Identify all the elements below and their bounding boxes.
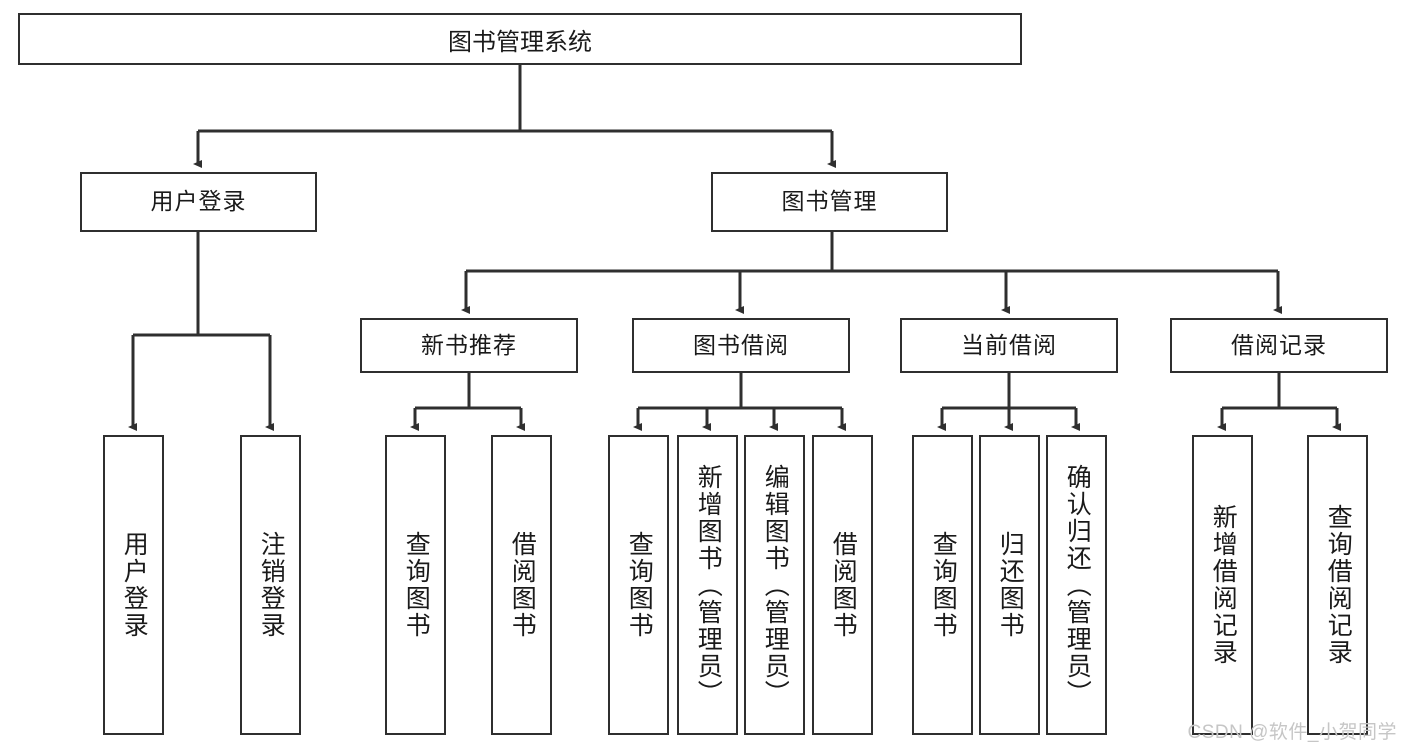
- node-book-manage[interactable]: 图书管理: [711, 172, 948, 232]
- node-book-borrow-label: 图书借阅: [693, 331, 789, 358]
- watermark: CSDN @软件_小贺同学: [1187, 722, 1397, 743]
- node-leaf-confirm-return[interactable]: 确认归还（管理员）: [1046, 435, 1107, 735]
- node-current-borrow[interactable]: 当前借阅: [900, 318, 1118, 373]
- node-leaf-edit-book[interactable]: 编辑图书（管理员）: [744, 435, 805, 735]
- node-leaf-query-book-2-label: 查询图书: [625, 531, 654, 639]
- node-leaf-return-book-label: 归还图书: [996, 531, 1025, 639]
- node-leaf-borrow-book-1[interactable]: 借阅图书: [491, 435, 552, 735]
- node-leaf-query-book-1[interactable]: 查询图书: [385, 435, 446, 735]
- node-root[interactable]: 图书管理系统: [18, 13, 1022, 65]
- node-borrow-record-label: 借阅记录: [1231, 331, 1327, 358]
- node-leaf-add-book[interactable]: 新增图书（管理员）: [677, 435, 738, 735]
- node-leaf-query-book-3[interactable]: 查询图书: [912, 435, 973, 735]
- node-leaf-user-login-label: 用户登录: [120, 531, 149, 639]
- node-leaf-add-book-label: 新增图书（管理员）: [694, 463, 723, 707]
- node-leaf-query-book-1-label: 查询图书: [402, 531, 431, 639]
- node-leaf-confirm-return-label: 确认归还（管理员）: [1063, 463, 1092, 707]
- node-new-book-recommend[interactable]: 新书推荐: [360, 318, 578, 373]
- node-leaf-add-record-label: 新增借阅记录: [1209, 504, 1238, 666]
- node-leaf-edit-book-label: 编辑图书（管理员）: [761, 463, 790, 707]
- node-new-book-recommend-label: 新书推荐: [421, 331, 517, 358]
- node-leaf-borrow-book-1-label: 借阅图书: [508, 531, 537, 639]
- node-book-borrow[interactable]: 图书借阅: [632, 318, 850, 373]
- node-user-login[interactable]: 用户登录: [80, 172, 317, 232]
- node-leaf-logout[interactable]: 注销登录: [240, 435, 301, 735]
- node-leaf-query-record[interactable]: 查询借阅记录: [1307, 435, 1368, 735]
- node-leaf-user-login[interactable]: 用户登录: [103, 435, 164, 735]
- node-leaf-logout-label: 注销登录: [257, 531, 286, 639]
- node-leaf-query-book-2[interactable]: 查询图书: [608, 435, 669, 735]
- node-current-borrow-label: 当前借阅: [961, 331, 1057, 358]
- node-user-login-label: 用户登录: [150, 188, 247, 215]
- node-leaf-query-record-label: 查询借阅记录: [1324, 504, 1353, 666]
- node-root-label: 图书管理系统: [448, 28, 592, 56]
- node-leaf-return-book[interactable]: 归还图书: [979, 435, 1040, 735]
- node-leaf-query-book-3-label: 查询图书: [929, 531, 958, 639]
- node-leaf-borrow-book-2[interactable]: 借阅图书: [812, 435, 873, 735]
- node-leaf-add-record[interactable]: 新增借阅记录: [1192, 435, 1253, 735]
- node-borrow-record[interactable]: 借阅记录: [1170, 318, 1388, 373]
- node-leaf-borrow-book-2-label: 借阅图书: [829, 531, 858, 639]
- node-book-manage-label: 图书管理: [781, 188, 878, 215]
